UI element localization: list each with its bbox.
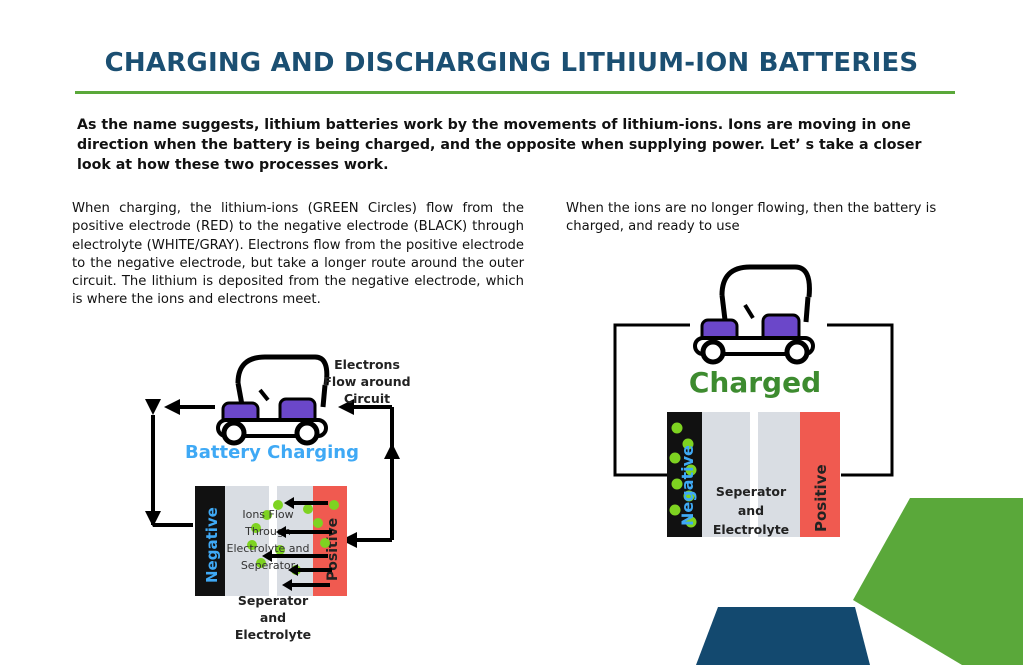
- negative-electrode: [667, 412, 702, 537]
- middle-label-line-2: and: [738, 503, 764, 518]
- golf-cart-icon: [216, 354, 330, 446]
- lithium-ions: [669, 422, 697, 528]
- positive-electrode: [800, 412, 840, 537]
- bottom-label-line-3: Electrolyte: [235, 627, 311, 642]
- ion-flow-arrows: [270, 501, 332, 587]
- title-divider: [75, 91, 955, 94]
- electrons-label-line-2: Flow around: [323, 374, 410, 389]
- circuit-path: [151, 405, 394, 542]
- negative-electrode: [195, 486, 225, 596]
- charged-heading: Charged: [689, 366, 821, 399]
- ions-label-line-1: Ions Flow: [242, 508, 293, 521]
- separator: [750, 412, 758, 537]
- electrolyte-left: [225, 486, 269, 596]
- positive-label: Positive: [812, 464, 830, 532]
- battery-cell: [195, 486, 347, 596]
- page-title: CHARGING AND DISCHARGING LITHIUM-ION BAT…: [104, 48, 919, 78]
- negative-label: Negative: [678, 445, 697, 526]
- bottom-label-line-1: Seperator: [238, 593, 309, 608]
- ions-label-line-4: Seperator: [241, 559, 296, 572]
- lithium-ions: [247, 500, 339, 575]
- battery-cell: [667, 412, 840, 537]
- navy-trapezoid-shape: [696, 607, 870, 665]
- charging-description: When charging, the lithium-ions (GREEN C…: [72, 201, 524, 308]
- separator: [269, 486, 277, 596]
- circuit-arrowheads: [145, 399, 400, 548]
- golf-cart-icon: [693, 264, 815, 365]
- charged-description: When the ions are no longer flowing, the…: [566, 201, 937, 235]
- intro-paragraph: As the name suggests, lithium batteries …: [77, 117, 922, 173]
- electrons-label-line-1: Electrons: [334, 357, 400, 372]
- negative-label: Negative: [203, 507, 221, 583]
- charged-battery-diagram: Charged Negative Positive Seperator and …: [613, 264, 894, 537]
- circuit-wire: [613, 323, 894, 477]
- electrolyte-right: [758, 412, 800, 537]
- electrolyte-left: [702, 412, 750, 537]
- ions-label-line-2: Through: [244, 525, 291, 538]
- battery-charging-diagram: Electrons Flow around Circuit Battery Ch…: [145, 354, 411, 642]
- middle-label-line-1: Seperator: [716, 484, 787, 499]
- ions-label-line-3: Electrolyte and: [227, 542, 310, 555]
- bottom-label-line-2: and: [260, 610, 286, 625]
- middle-label-line-3: Electrolyte: [713, 522, 789, 537]
- battery-charging-heading: Battery Charging: [185, 442, 359, 463]
- electrons-label-line-3: Circuit: [344, 391, 390, 406]
